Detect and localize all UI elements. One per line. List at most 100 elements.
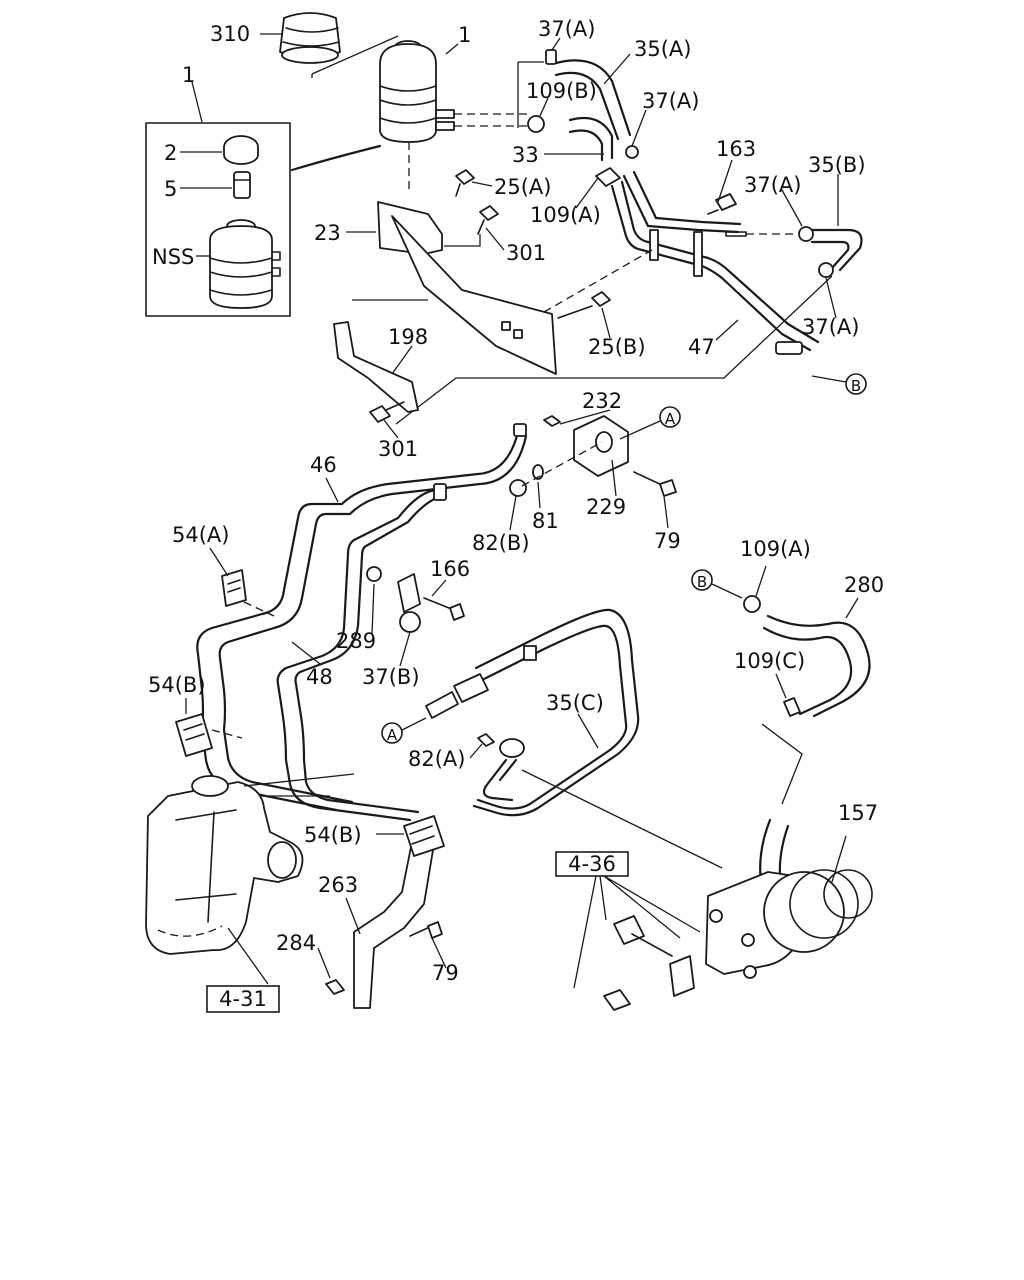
nut-part-82A — [477, 733, 495, 747]
clamp-part-166 — [397, 573, 421, 633]
clip-part-54B-left — [175, 713, 213, 757]
callout-37A-lower: 37(A) — [802, 315, 859, 339]
callout-232: 232 — [582, 389, 622, 413]
clamp-37A-mid — [625, 145, 639, 159]
pipe-46-fitting-top — [513, 423, 527, 437]
bolt-part-166 — [423, 597, 465, 621]
callout-35A: 35(A) — [634, 37, 691, 61]
callout-nss: NSS — [152, 245, 194, 269]
steering-gear-box — [145, 775, 304, 955]
bracket-part-198 — [333, 321, 419, 413]
hose-part-35C — [472, 608, 640, 817]
callout-79-lower: 79 — [432, 961, 459, 985]
callout-280: 280 — [844, 573, 884, 597]
callout-2: 2 — [164, 141, 177, 165]
svg-text:A: A — [387, 726, 398, 744]
hose-part-35A — [554, 59, 632, 141]
bolt-part-301-top — [477, 205, 499, 235]
callout-37A-right: 37(A) — [744, 173, 801, 197]
clamp-37A-right — [798, 226, 814, 242]
callout-284: 284 — [276, 931, 316, 955]
svg-text:B: B — [697, 573, 707, 591]
clamp-bracket-part-229 — [573, 415, 629, 477]
washer-part-81 — [532, 464, 544, 480]
nut-part-232 — [543, 415, 561, 427]
callout-35B: 35(B) — [808, 153, 866, 177]
washer-part-289 — [366, 566, 382, 582]
callout-47: 47 — [688, 335, 715, 359]
callout-109A-lower: 109(A) — [740, 537, 811, 561]
reservoir-inset-box — [145, 122, 291, 317]
hose-part-35B — [810, 228, 863, 272]
connector-A-left: A — [381, 722, 403, 744]
clip-part-54A — [221, 569, 247, 607]
svg-text:4-31: 4-31 — [219, 987, 267, 1011]
bolt-part-25A — [455, 169, 475, 197]
callout-23: 23 — [314, 221, 341, 245]
callout-81: 81 — [532, 509, 559, 533]
svg-text:A: A — [665, 410, 676, 428]
callout-46: 46 — [310, 453, 337, 477]
reservoir-part-1 — [379, 40, 455, 143]
reference-box-4-36: 4-36 — [555, 851, 629, 877]
callout-1-inset: 1 — [182, 63, 195, 87]
callout-310: 310 — [210, 22, 250, 46]
clamp-109B — [527, 115, 545, 133]
callout-163: 163 — [716, 137, 756, 161]
pipe-part-47 — [610, 170, 820, 352]
svg-text:4-36: 4-36 — [568, 852, 616, 876]
callout-54B-right: 54(B) — [304, 823, 362, 847]
callout-1-reservoir: 1 — [458, 23, 471, 47]
connector-A-right: A — [659, 406, 681, 428]
callout-301-mid: 301 — [378, 437, 418, 461]
inset-pointer-line — [290, 144, 382, 172]
bolt-part-301-mid — [369, 401, 405, 423]
clamp-109A-lower — [743, 595, 761, 613]
callout-229: 229 — [586, 495, 626, 519]
pipe-end-fitting — [725, 231, 747, 237]
callout-289: 289 — [336, 629, 376, 653]
callout-109A-top: 109(A) — [530, 203, 601, 227]
pipe-part-46 — [196, 430, 528, 812]
callout-25A: 25(A) — [494, 175, 551, 199]
bracket-part-263 — [353, 841, 435, 1009]
callout-5: 5 — [164, 177, 177, 201]
clamp-37A-top — [545, 49, 557, 65]
callout-79-upper: 79 — [654, 529, 681, 553]
callout-33: 33 — [512, 143, 539, 167]
pipe-part-48 — [276, 483, 448, 822]
label-leaders — [180, 33, 859, 979]
clip-part-54B-right — [403, 815, 445, 857]
callout-35C: 35(C) — [546, 691, 604, 715]
callout-48: 48 — [306, 665, 333, 689]
callout-54B-left: 54(B) — [148, 673, 206, 697]
bolt-part-79-upper — [633, 471, 677, 497]
callout-54A: 54(A) — [172, 523, 229, 547]
clamp-37A-lower — [818, 262, 834, 278]
connector-B-left: B — [691, 569, 713, 591]
svg-text:B: B — [851, 377, 861, 395]
clamp-109C — [783, 697, 801, 717]
strainer-part-5 — [233, 171, 251, 199]
callout-25B: 25(B) — [588, 335, 646, 359]
callout-198: 198 — [388, 325, 428, 349]
nss-reservoir-part — [209, 219, 281, 309]
bolt-part-163 — [707, 193, 737, 215]
pipe-47-end-fitting — [775, 341, 803, 355]
bolt-part-25B — [557, 291, 611, 319]
callout-263: 263 — [318, 873, 358, 897]
callout-labels: 310 1 1 2 5 NSS 37(A) 35(A) 109(B) 37(A)… — [148, 17, 884, 985]
bolt-part-79-lower — [409, 921, 443, 939]
bracket-part-23 — [377, 201, 557, 375]
connector-B-right: B — [845, 373, 867, 395]
reference-box-4-31: 4-31 — [206, 985, 280, 1013]
callout-37A-mid: 37(A) — [642, 89, 699, 113]
pump-bracket-hardware — [603, 915, 695, 1011]
callout-37A-top: 37(A) — [538, 17, 595, 41]
callout-82B: 82(B) — [472, 531, 530, 555]
callout-301-top: 301 — [506, 241, 546, 265]
hose-part-33 — [568, 116, 614, 162]
callout-166: 166 — [430, 557, 470, 581]
callout-37B: 37(B) — [362, 665, 420, 689]
